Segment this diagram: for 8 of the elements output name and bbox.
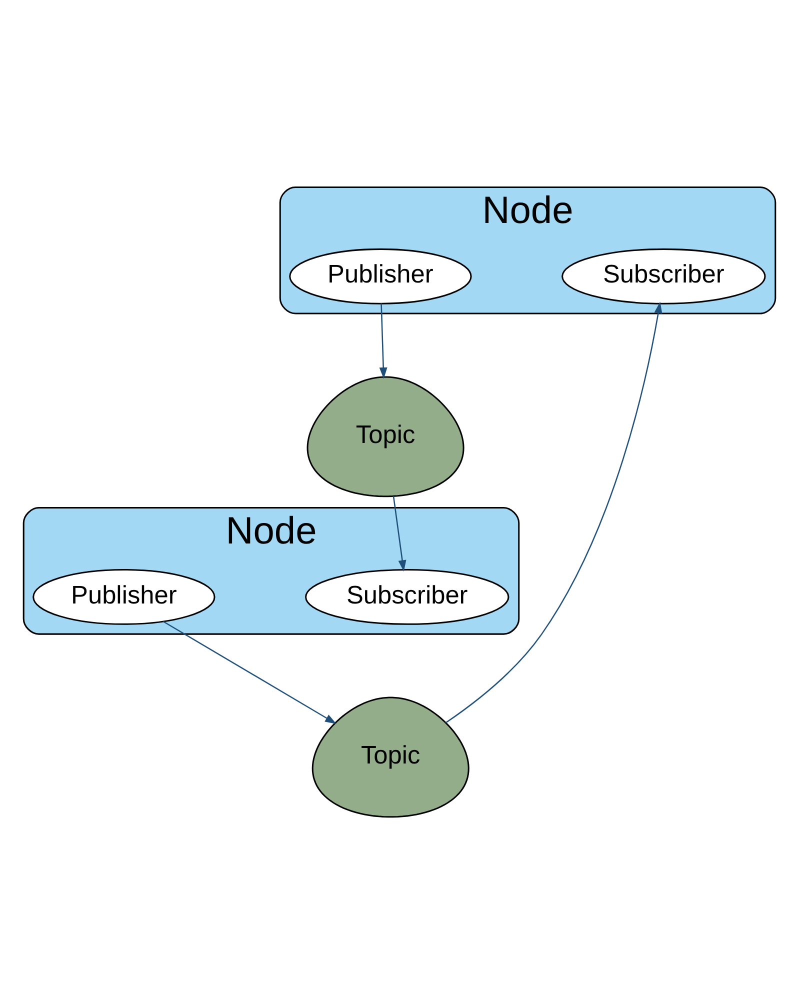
node-ellipse: Subscriber — [305, 568, 510, 625]
arrow — [445, 302, 662, 724]
node-ellipse: Publisher — [289, 248, 472, 304]
node-ellipse: Publisher — [32, 568, 216, 625]
arrow — [392, 496, 406, 572]
arrow — [379, 303, 388, 379]
arrow — [162, 620, 336, 724]
node-ellipse: Subscriber — [562, 248, 766, 304]
